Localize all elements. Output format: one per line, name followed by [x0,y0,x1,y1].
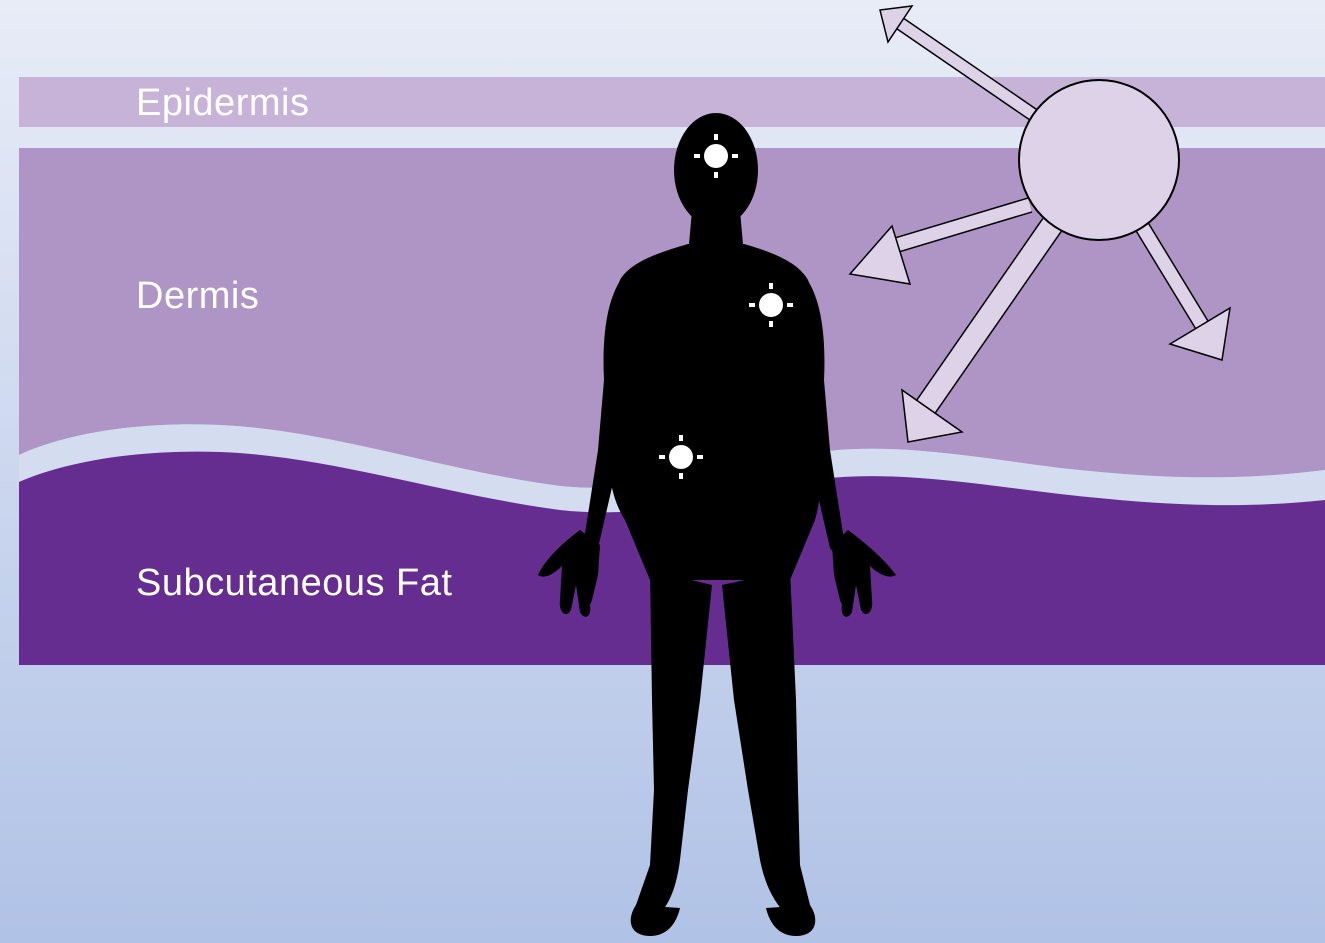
dermis-label: Dermis [136,275,259,317]
radiation-source-circle [1019,80,1179,240]
epidermis-label: Epidermis [136,82,309,124]
subcutaneous-fat-label: Subcutaneous Fat [136,562,452,604]
